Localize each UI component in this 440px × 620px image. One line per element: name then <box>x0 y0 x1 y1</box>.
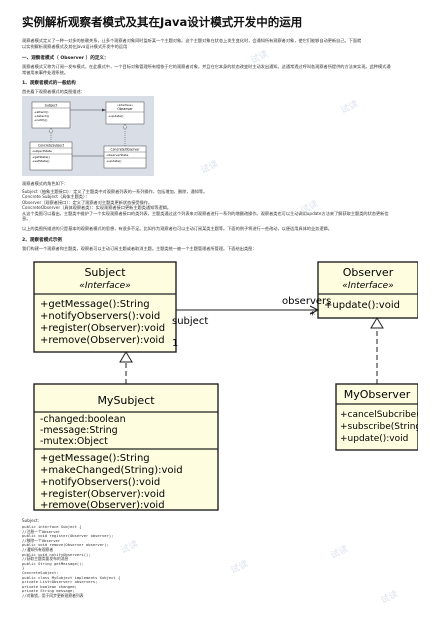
concrete-observer-op: +update() <box>106 159 121 163</box>
code-line: //通知所有观察者 <box>22 546 54 552</box>
page-title: 实例解析观察者模式及其在Java设计模式开发中的运用 <box>22 15 303 29</box>
watermark: 试读 <box>229 559 250 577</box>
watermark: 试读 <box>199 159 220 177</box>
code-line: public void register(Observer observer); <box>22 533 114 539</box>
observer-stereotype: «Interface» <box>342 281 393 291</box>
watermark: 试读 <box>339 99 360 117</box>
myobserver-method: +cancelSubcribe(String <box>340 410 418 420</box>
subject-method: +register(Observer):void <box>40 323 165 334</box>
role-line: 息。 <box>22 216 31 222</box>
mysubject-field: -changed:boolean <box>40 414 126 425</box>
watermark: 试读 <box>379 589 400 607</box>
intro-line: 观察者模式定义了一种一对多的依赖关系，让多个观察者对象同时监听某一个主题对象。这… <box>22 38 362 43</box>
mysubject-method: +remove(Observer):void <box>40 500 165 511</box>
subject-op: +notify() <box>34 118 47 122</box>
code-line: //注册一个Observer <box>22 528 61 534</box>
role-line: Concrete Subject（具体主题类）： <box>22 194 90 200</box>
mysubject-method: +register(Observer):void <box>40 489 165 500</box>
watermark: 试读 <box>119 539 140 557</box>
myobserver-method: +update():void <box>340 434 408 444</box>
subject-box <box>31 101 71 129</box>
realization-arrowhead <box>370 317 384 329</box>
subject-op: +detach() <box>34 114 49 118</box>
association-role-subject: subject <box>172 316 208 327</box>
myobserver-method: +subscribe(String):vo <box>340 422 418 432</box>
observer-stereotype: «interface» <box>117 103 133 107</box>
subject-class-name: Subject <box>84 266 126 279</box>
mysubject-class: MySubject -changed:boolean -message:Stri… <box>33 383 219 511</box>
code-line: public void notifyObservers(); <box>22 551 91 557</box>
section-heading: 一、观察者模式（ Observer ）的定义： <box>22 56 109 61</box>
role-line: ConcreteObserver（具体观察者类）：实现观察者接口更新主题类通知等… <box>22 205 172 211</box>
observer-name: Observer <box>117 107 133 111</box>
mysubject-field: -mutex:Object <box>40 436 108 447</box>
role-line: Subject（抽象主题接口）：定义了主题类中对观察者列表的一系列操作，包括增加… <box>22 189 208 194</box>
code-line: private List<Observer> observers; <box>22 579 98 585</box>
concrete-subject-name: ConcreteSubject <box>38 144 65 148</box>
code-line: ConcreteSubject: <box>22 569 59 575</box>
subject-stereotype: «Interface» <box>79 281 130 291</box>
code-line: public String getMessage(); <box>22 560 84 566</box>
association-arrowhead <box>309 305 320 315</box>
code-line: //移除一个Observer <box>22 537 61 543</box>
code-line: //对象锁，用于同步更新观察者列表 <box>22 592 84 598</box>
realization-arrowhead <box>119 351 133 363</box>
subsection-heading: 1、观察者模式的一般结构 <box>22 81 76 86</box>
code-line: public interface Subject { <box>22 524 82 529</box>
watermark: 试读 <box>329 544 350 562</box>
concrete-subject-op: +setState() <box>32 159 49 163</box>
mysubject-method: +makeChanged(String):void <box>40 465 183 476</box>
intro-paragraph: 观察者模式定义了一种一对多的依赖关系，让多个观察者对象同时监听某一个主题对象。这… <box>22 38 418 50</box>
roles-list: Subject（抽象主题接口）：定义了主题类中对观察者列表的一系列操作，包括增加… <box>22 189 418 221</box>
concrete-observer-name: ConcreteObserver <box>111 148 141 152</box>
roles-after-text: 以上的类图所描述的只是基本的观察者模式的思想，有很多不足。比如作为观察者也可以主… <box>22 226 332 231</box>
concrete-subject-attr: -subjectState <box>32 149 52 153</box>
observer-class-name: Observer <box>343 266 394 279</box>
role-line: 从这个类图可以看出，主题类中维护了一个实现观察者接口的类列表，主题类通过这个列表… <box>22 210 389 216</box>
code-line: public void remove(Observer observer); <box>22 542 109 548</box>
subject-method: +remove(Observer):void <box>40 335 165 346</box>
role-line: Observer（观察者接口）：定义了观察者对主题类更新状态接受操作。 <box>22 199 153 205</box>
observer-method: +update():void <box>324 300 400 311</box>
subject-class: Subject «Interface» +getMessage():String… <box>33 261 177 353</box>
code-line: //获取主题类要发布的消息 <box>22 556 69 562</box>
multiplicity-many: * <box>310 310 315 321</box>
code-line: public class MySubject implements Subjec… <box>22 574 121 580</box>
mysubject-method: +notifyObservers():void <box>40 477 160 488</box>
mysubject-field: -message:String <box>40 425 118 436</box>
association-role-observers: observers <box>282 296 331 307</box>
section-heading: 2、观察者模式示例 <box>22 238 62 243</box>
multiplicity-one: 1 <box>172 338 178 349</box>
subject-method: +notifyObservers():void <box>40 311 160 322</box>
code-block: public interface Subject { //注册一个Observe… <box>22 524 121 599</box>
concrete-subject-op: +getState() <box>32 155 50 159</box>
uml-class-diagram: Subject «Interface» +getMessage():String… <box>22 256 418 514</box>
myobserver-class: MyObserver +cancelSubcribe(String +subsc… <box>335 383 418 451</box>
paragraph-line: 常被用来事件处理系统。 <box>22 70 69 75</box>
code-line: private boolean changed; <box>22 583 77 589</box>
observer-class: Observer «Interface» +update():void <box>317 261 418 319</box>
subject-name: Subject <box>45 104 58 108</box>
observer-op: +update() <box>108 114 123 118</box>
roles-title: 观察者模式的角色如下： <box>22 181 69 186</box>
code-line: private String message; <box>22 588 75 594</box>
mysubject-method: +getMessage():String <box>40 453 150 464</box>
subject-method: +getMessage():String <box>40 299 150 310</box>
subject-op: +attach() <box>34 110 48 114</box>
intro-line: 以实例解析观察者模式及其在Java设计模式开发中的运用 <box>22 44 128 49</box>
section-paragraph: 观察者模式又称为订阅—发布模式，在此模式中，一个目标对象管理所有相依于它的观察者… <box>22 64 418 76</box>
code-label: Subject: <box>22 518 40 523</box>
section-text: 我们构建一个观察者和主题类，观察者可以主动订阅主题或者取消主题。主题类统一被一个… <box>22 246 257 251</box>
mysubject-class-name: MySubject <box>97 394 155 407</box>
subsection-text: 首先看下观察者模式的类图描述： <box>22 89 85 94</box>
paragraph-line: 观察者模式又称为订阅—发布模式，在此模式中，一个目标对象管理所有相依于它的观察者… <box>22 64 391 69</box>
concrete-subject-box <box>29 141 73 171</box>
concrete-observer-attr: -observerState <box>106 153 128 157</box>
code-line: } <box>22 565 25 571</box>
small-uml-diagram: Subject +attach() +detach() +notify() «i… <box>22 96 154 176</box>
myobserver-class-name: MyObserver <box>344 388 411 401</box>
